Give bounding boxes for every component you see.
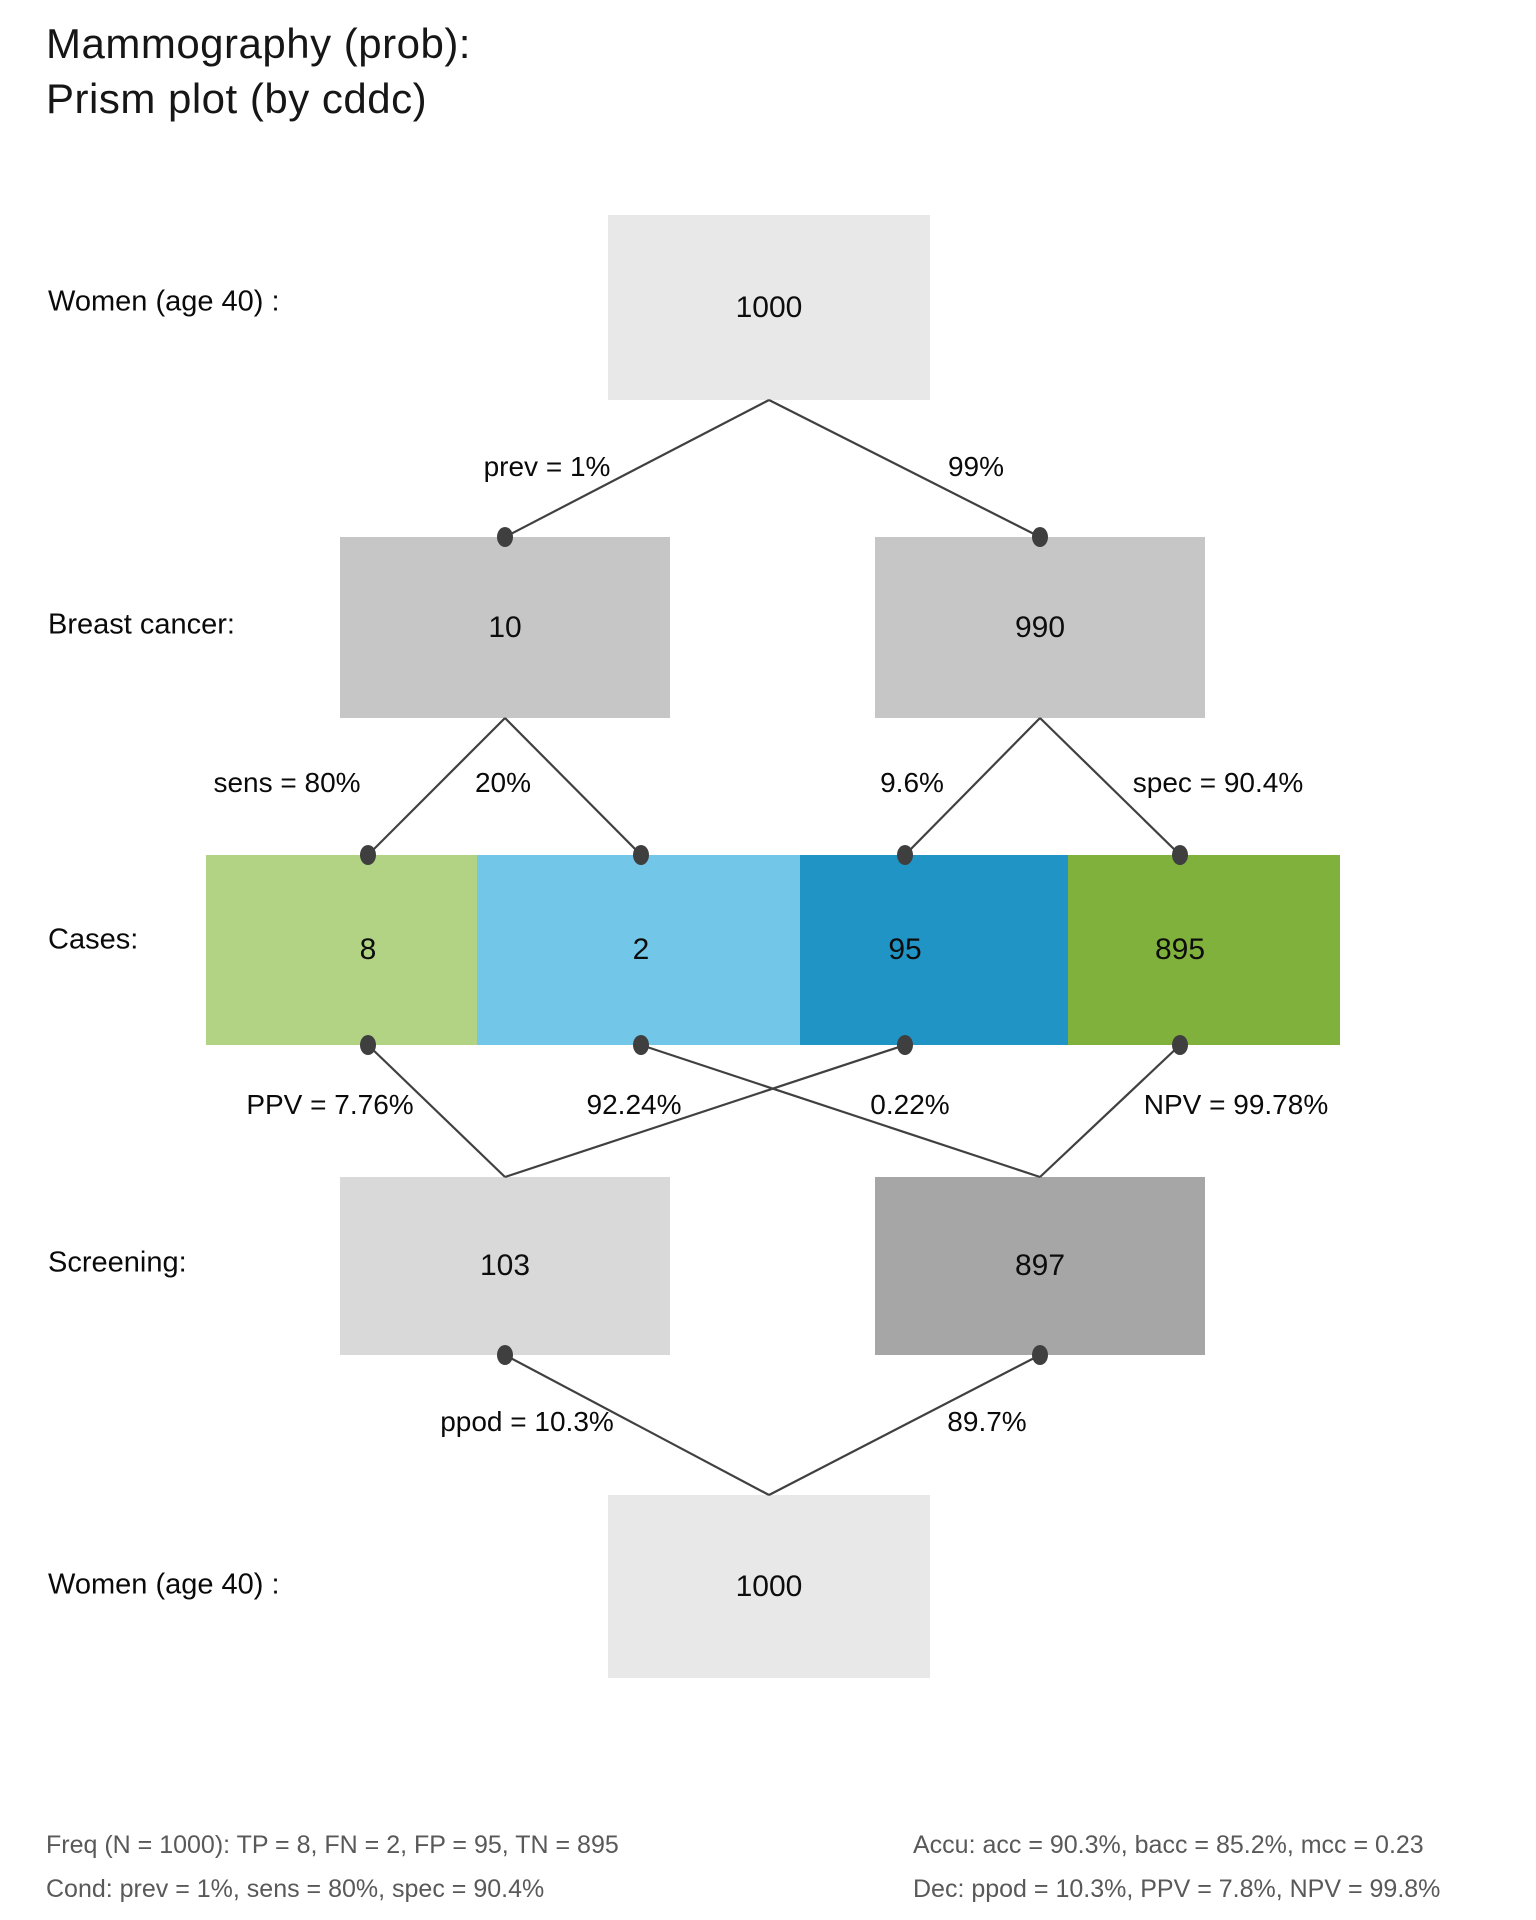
segment-false-negative-value: 2 [632, 933, 650, 966]
box-screen-positive: 103 [340, 1177, 670, 1355]
footer-cond-line: Cond: prev = 1%, sens = 80%, spec = 90.4… [46, 1875, 545, 1903]
edge-label-ppod-complement: 89.7% [947, 1406, 1027, 1437]
box-women-bottom-value: 1000 [735, 1569, 803, 1603]
plot-title: Mammography (prob): Prism plot (by cddc) [46, 16, 471, 127]
edge-label-spec: spec = 90.4% [1132, 767, 1304, 798]
edge-label-ppod: ppod = 10.3% [440, 1406, 614, 1437]
row-label-population-bottom: Women (age 40) : [48, 1568, 280, 1601]
box-screen-negative-value: 897 [1014, 1249, 1066, 1282]
segment-true-negative: 895 [1068, 855, 1340, 1045]
row-label-decision: Screening: [48, 1246, 187, 1279]
segment-true-positive: 8 [206, 855, 477, 1045]
row-label-condition: Breast cancer: [48, 608, 235, 641]
edge-label-fpr: 9.6% [880, 767, 944, 798]
segment-false-positive: 95 [800, 855, 1068, 1045]
box-screen-negative: 897 [875, 1177, 1205, 1355]
segment-true-positive-value: 8 [359, 933, 377, 966]
box-women-bottom: 1000 [608, 1495, 930, 1678]
footer-accu-line: Accu: acc = 90.3%, bacc = 85.2%, mcc = 0… [913, 1831, 1424, 1859]
box-cancer-yes-value: 10 [488, 610, 522, 644]
footer-dec-line: Dec: ppod = 10.3%, PPV = 7.8%, NPV = 99.… [913, 1875, 1441, 1903]
edge-label-miss-rate: 20% [474, 767, 532, 798]
edge-label-fdr: 92.24% [586, 1089, 682, 1120]
box-women-top-value: 1000 [735, 290, 803, 324]
box-cancer-yes: 10 [340, 537, 670, 718]
edge-label-prev: prev = 1% [483, 451, 611, 482]
segment-false-positive-value: 95 [888, 933, 922, 966]
segment-false-negative: 2 [477, 855, 800, 1045]
edge-label-ppv: PPV = 7.76% [246, 1089, 414, 1120]
edge-label-for: 0.22% [870, 1089, 950, 1120]
link-line [504, 1043, 906, 1179]
box-cancer-no: 990 [875, 537, 1205, 718]
edge-label-prev-complement: 99% [947, 451, 1005, 482]
plot-title-line1: Mammography (prob): [46, 20, 471, 67]
row-label-cases: Cases: [48, 923, 139, 956]
box-women-top: 1000 [608, 215, 930, 400]
segment-true-negative-value: 895 [1154, 933, 1206, 966]
row-label-population-top: Women (age 40) : [48, 285, 280, 318]
plot-title-line2: Prism plot (by cddc) [46, 75, 428, 123]
box-screen-positive-value: 103 [479, 1249, 531, 1282]
footer-freq-line: Freq (N = 1000): TP = 8, FN = 2, FP = 95… [46, 1831, 619, 1859]
edge-label-npv: NPV = 99.78% [1143, 1089, 1329, 1120]
link-line [640, 1043, 1041, 1179]
box-cancer-no-value: 990 [1014, 610, 1066, 644]
edge-label-sens: sens = 80% [213, 767, 361, 798]
